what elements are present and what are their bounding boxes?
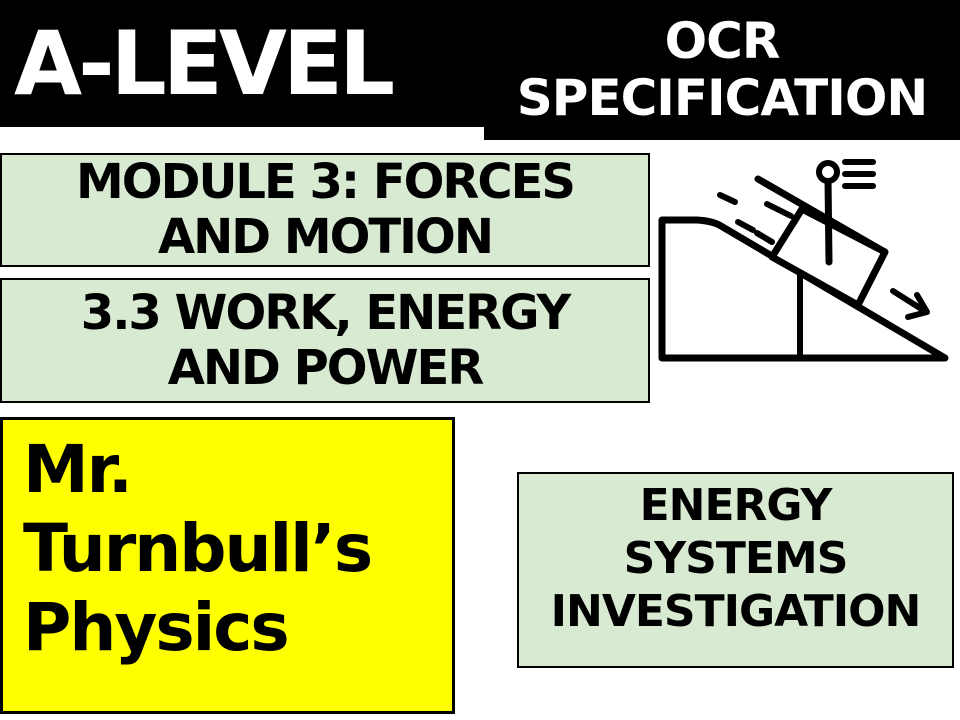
topic-title-box: 3.3 WORK, ENERGY AND POWER [0, 278, 650, 403]
block-pin-flag [816, 159, 876, 266]
ramp-shape [658, 216, 949, 362]
header-banner-right: OCR SPECIFICATION [484, 0, 960, 140]
topic-title-line-1: 3.3 WORK, ENERGY [80, 284, 571, 341]
activity-line-3: INVESTIGATION [550, 586, 922, 637]
brand-title-box: Mr. Turnbull’s Physics [0, 417, 455, 714]
exam-board-label: OCR [664, 12, 781, 70]
brand-line-1: Mr. [23, 431, 133, 508]
specification-label: SPECIFICATION [516, 69, 928, 127]
direction-arrow [890, 288, 930, 320]
topic-title-line-2: AND POWER [167, 339, 485, 396]
header-banner-left: A-LEVEL [0, 0, 484, 127]
course-level-title: A-LEVEL [14, 12, 395, 115]
module-title-line-2: AND MOTION [157, 209, 494, 265]
module-title-box: MODULE 3: FORCES AND MOTION [0, 153, 650, 267]
activity-title-box: ENERGY SYSTEMS INVESTIGATION [517, 472, 954, 668]
block-sliding-down-incline-icon [658, 159, 949, 362]
brand-line-3: Physics [23, 589, 290, 666]
brand-line-2: Turnbull’s [23, 510, 373, 587]
activity-line-2: SYSTEMS [623, 533, 849, 584]
module-title-line-1: MODULE 3: FORCES [76, 154, 576, 210]
activity-line-1: ENERGY [639, 480, 833, 531]
